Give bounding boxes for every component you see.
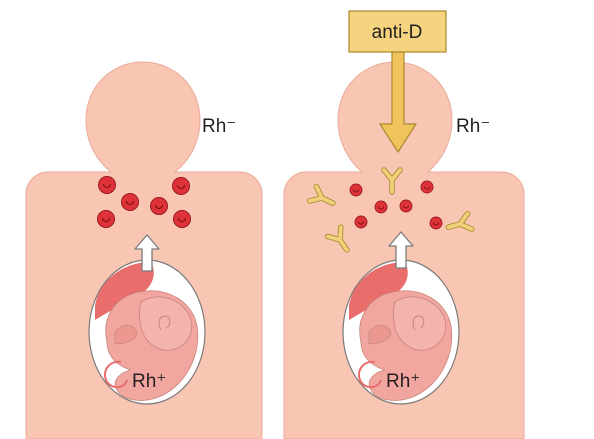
right-panel: anti-D Rh⁻ Rh⁺ [283, 10, 525, 439]
rbc-icon [149, 196, 169, 216]
right-mother-label: Rh⁻ [456, 116, 490, 137]
left-fetus-label: Rh⁺ [132, 371, 166, 392]
left-mother-label: Rh⁻ [202, 116, 236, 137]
rbc-icon [429, 216, 443, 230]
right-fetus-label: Rh⁺ [386, 371, 420, 392]
rbc-icon [349, 183, 363, 197]
rbc-icon [172, 209, 192, 229]
anti-d-label: anti-D [372, 22, 423, 43]
rbc-icon [120, 192, 140, 212]
anti-d-box [348, 10, 447, 53]
rbc-icon [354, 215, 368, 229]
rbc-icon [420, 180, 434, 194]
rbc-icon [374, 200, 388, 214]
rbc-icon [399, 199, 413, 213]
rbc-icon [96, 209, 116, 229]
rbc-icon [97, 175, 117, 195]
left-panel: Rh⁻ Rh⁺ [25, 61, 263, 439]
anti-d-down-arrow-icon [379, 51, 417, 153]
rbc-icon [171, 176, 191, 196]
